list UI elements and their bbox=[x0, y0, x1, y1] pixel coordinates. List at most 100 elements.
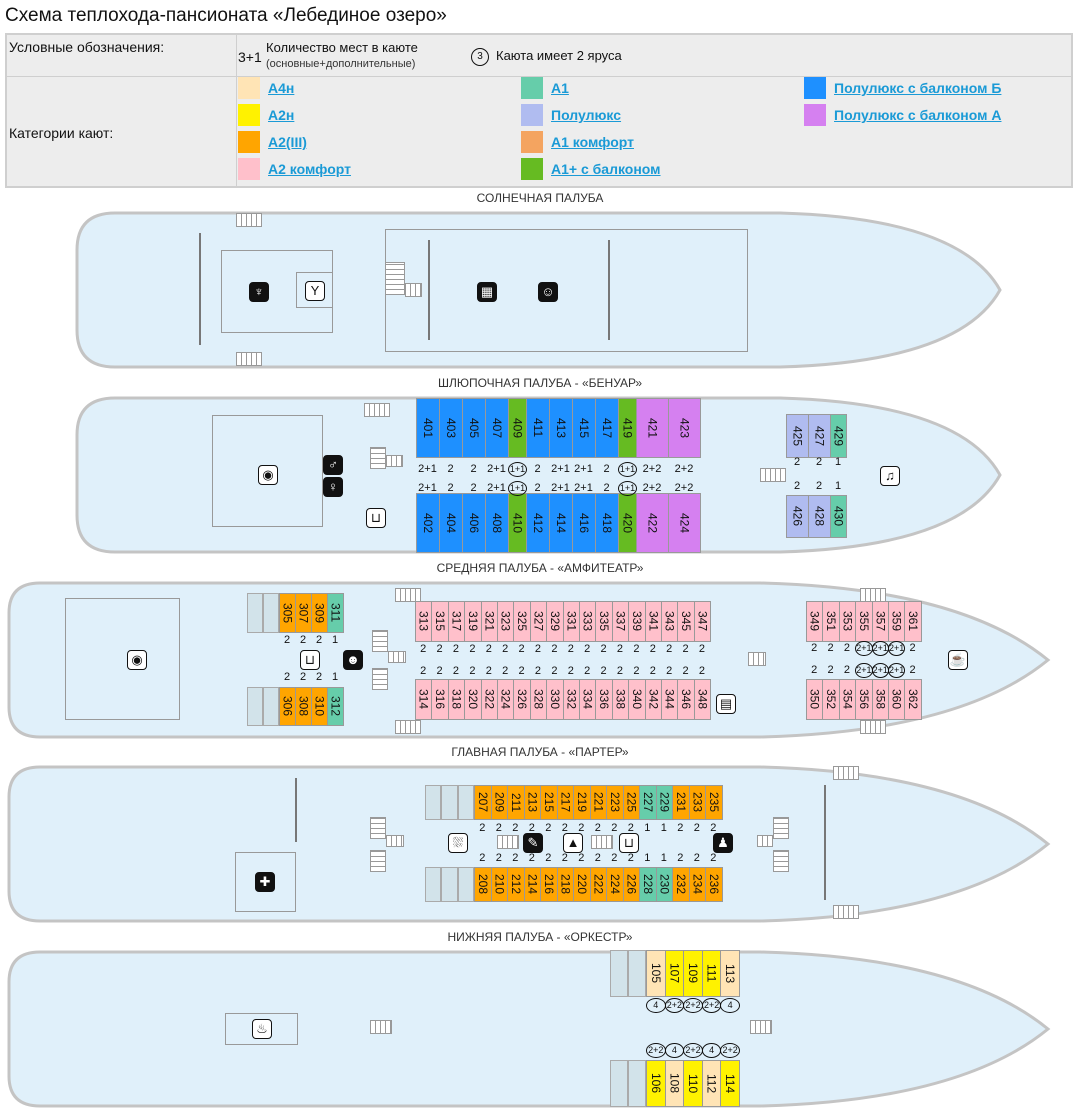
category-PL[interactable]: Полулюкс bbox=[521, 104, 621, 126]
cabin-227[interactable]: 227 bbox=[639, 785, 657, 820]
cabin-230[interactable]: 230 bbox=[655, 867, 673, 902]
cabin-311[interactable]: 311 bbox=[327, 593, 344, 633]
cabin-223[interactable]: 223 bbox=[606, 785, 624, 820]
category-link[interactable]: А1+ с балконом bbox=[551, 161, 661, 177]
cabin-112[interactable]: 112 bbox=[701, 1060, 722, 1107]
cabin-105[interactable]: 105 bbox=[646, 950, 666, 997]
cabin-217[interactable]: 217 bbox=[556, 785, 574, 820]
cabin-329[interactable]: 329 bbox=[546, 601, 564, 642]
cabin-108[interactable]: 108 bbox=[664, 1060, 685, 1107]
cabin-430[interactable]: 430 bbox=[830, 495, 847, 538]
cabin-361[interactable]: 361 bbox=[904, 601, 922, 642]
cabin-232[interactable]: 232 bbox=[672, 867, 690, 902]
cabin-334[interactable]: 334 bbox=[579, 679, 597, 720]
cabin-233[interactable]: 233 bbox=[688, 785, 706, 820]
cabin-335[interactable]: 335 bbox=[595, 601, 613, 642]
cabin-357[interactable]: 357 bbox=[871, 601, 889, 642]
cabin-340[interactable]: 340 bbox=[628, 679, 646, 720]
cabin-406[interactable]: 406 bbox=[462, 493, 486, 553]
cabin-416[interactable]: 416 bbox=[572, 493, 596, 553]
cabin-339[interactable]: 339 bbox=[628, 601, 646, 642]
cabin-362[interactable]: 362 bbox=[904, 679, 922, 720]
cabin-427[interactable]: 427 bbox=[808, 414, 831, 458]
cabin-216[interactable]: 216 bbox=[540, 867, 558, 902]
cabin-337[interactable]: 337 bbox=[611, 601, 630, 642]
category-A1[interactable]: А1 bbox=[521, 77, 569, 99]
cabin-407[interactable]: 407 bbox=[485, 398, 509, 458]
cabin-353[interactable]: 353 bbox=[838, 601, 857, 642]
category-PLB[interactable]: Полулюкс с балконом Б bbox=[804, 77, 1001, 99]
cabin-351[interactable]: 351 bbox=[822, 601, 840, 642]
cabin-324[interactable]: 324 bbox=[497, 679, 515, 720]
cabin-343[interactable]: 343 bbox=[661, 601, 679, 642]
cabin-236[interactable]: 236 bbox=[705, 867, 723, 902]
cabin-417[interactable]: 417 bbox=[595, 398, 619, 458]
category-PLA[interactable]: Полулюкс с балконом А bbox=[804, 104, 1001, 126]
cabin-211[interactable]: 211 bbox=[507, 785, 525, 820]
cabin-319[interactable]: 319 bbox=[464, 601, 482, 642]
cabin-110[interactable]: 110 bbox=[683, 1060, 703, 1107]
cabin-318[interactable]: 318 bbox=[447, 679, 466, 720]
category-link[interactable]: А1 bbox=[551, 80, 569, 96]
cabin-328[interactable]: 328 bbox=[529, 679, 548, 720]
cabin-348[interactable]: 348 bbox=[693, 679, 712, 720]
cabin-114[interactable]: 114 bbox=[720, 1060, 740, 1107]
category-A2n[interactable]: А2н bbox=[238, 104, 294, 126]
cabin-349[interactable]: 349 bbox=[806, 601, 824, 642]
cabin-213[interactable]: 213 bbox=[523, 785, 541, 820]
category-A1b[interactable]: А1+ с балконом bbox=[521, 158, 661, 180]
category-A2III[interactable]: А2(III) bbox=[238, 131, 307, 153]
cabin-342[interactable]: 342 bbox=[644, 679, 662, 720]
category-link[interactable]: Полулюкс с балконом Б bbox=[834, 80, 1002, 96]
cabin-419[interactable]: 419 bbox=[618, 398, 637, 458]
cabin-414[interactable]: 414 bbox=[549, 493, 573, 553]
cabin-314[interactable]: 314 bbox=[415, 679, 433, 720]
cabin-109[interactable]: 109 bbox=[683, 950, 703, 997]
cabin-404[interactable]: 404 bbox=[439, 493, 463, 553]
cabin-212[interactable]: 212 bbox=[507, 867, 525, 902]
cabin-345[interactable]: 345 bbox=[677, 601, 695, 642]
cabin-428[interactable]: 428 bbox=[808, 495, 831, 538]
cabin-326[interactable]: 326 bbox=[513, 679, 531, 720]
category-A4n[interactable]: А4н bbox=[238, 77, 294, 99]
cabin-323[interactable]: 323 bbox=[497, 601, 515, 642]
cabin-317[interactable]: 317 bbox=[447, 601, 466, 642]
cabin-231[interactable]: 231 bbox=[672, 785, 690, 820]
cabin-344[interactable]: 344 bbox=[661, 679, 679, 720]
cabin-224[interactable]: 224 bbox=[606, 867, 624, 902]
cabin-409[interactable]: 409 bbox=[508, 398, 527, 458]
cabin-411[interactable]: 411 bbox=[526, 398, 550, 458]
cabin-330[interactable]: 330 bbox=[546, 679, 564, 720]
cabin-310[interactable]: 310 bbox=[311, 687, 328, 726]
cabin-321[interactable]: 321 bbox=[480, 601, 498, 642]
cabin-327[interactable]: 327 bbox=[529, 601, 548, 642]
cabin-401[interactable]: 401 bbox=[416, 398, 440, 458]
cabin-215[interactable]: 215 bbox=[540, 785, 558, 820]
cabin-420[interactable]: 420 bbox=[618, 493, 637, 553]
cabin-356[interactable]: 356 bbox=[855, 679, 873, 720]
cabin-354[interactable]: 354 bbox=[838, 679, 857, 720]
cabin-111[interactable]: 111 bbox=[701, 950, 722, 997]
cabin-226[interactable]: 226 bbox=[622, 867, 640, 902]
cabin-207[interactable]: 207 bbox=[474, 785, 492, 820]
cabin-309[interactable]: 309 bbox=[311, 593, 328, 633]
category-A2k[interactable]: А2 комфорт bbox=[238, 158, 351, 180]
cabin-322[interactable]: 322 bbox=[480, 679, 498, 720]
cabin-358[interactable]: 358 bbox=[871, 679, 889, 720]
cabin-221[interactable]: 221 bbox=[589, 785, 607, 820]
cabin-210[interactable]: 210 bbox=[490, 867, 508, 902]
cabin-306[interactable]: 306 bbox=[279, 687, 296, 726]
cabin-220[interactable]: 220 bbox=[573, 867, 591, 902]
category-link[interactable]: А2(III) bbox=[268, 134, 307, 150]
cabin-336[interactable]: 336 bbox=[595, 679, 613, 720]
cabin-352[interactable]: 352 bbox=[822, 679, 840, 720]
cabin-405[interactable]: 405 bbox=[462, 398, 486, 458]
cabin-338[interactable]: 338 bbox=[611, 679, 630, 720]
cabin-332[interactable]: 332 bbox=[562, 679, 580, 720]
cabin-403[interactable]: 403 bbox=[439, 398, 463, 458]
cabin-346[interactable]: 346 bbox=[677, 679, 695, 720]
cabin-308[interactable]: 308 bbox=[295, 687, 312, 726]
cabin-316[interactable]: 316 bbox=[431, 679, 449, 720]
cabin-333[interactable]: 333 bbox=[579, 601, 597, 642]
cabin-312[interactable]: 312 bbox=[327, 687, 344, 726]
